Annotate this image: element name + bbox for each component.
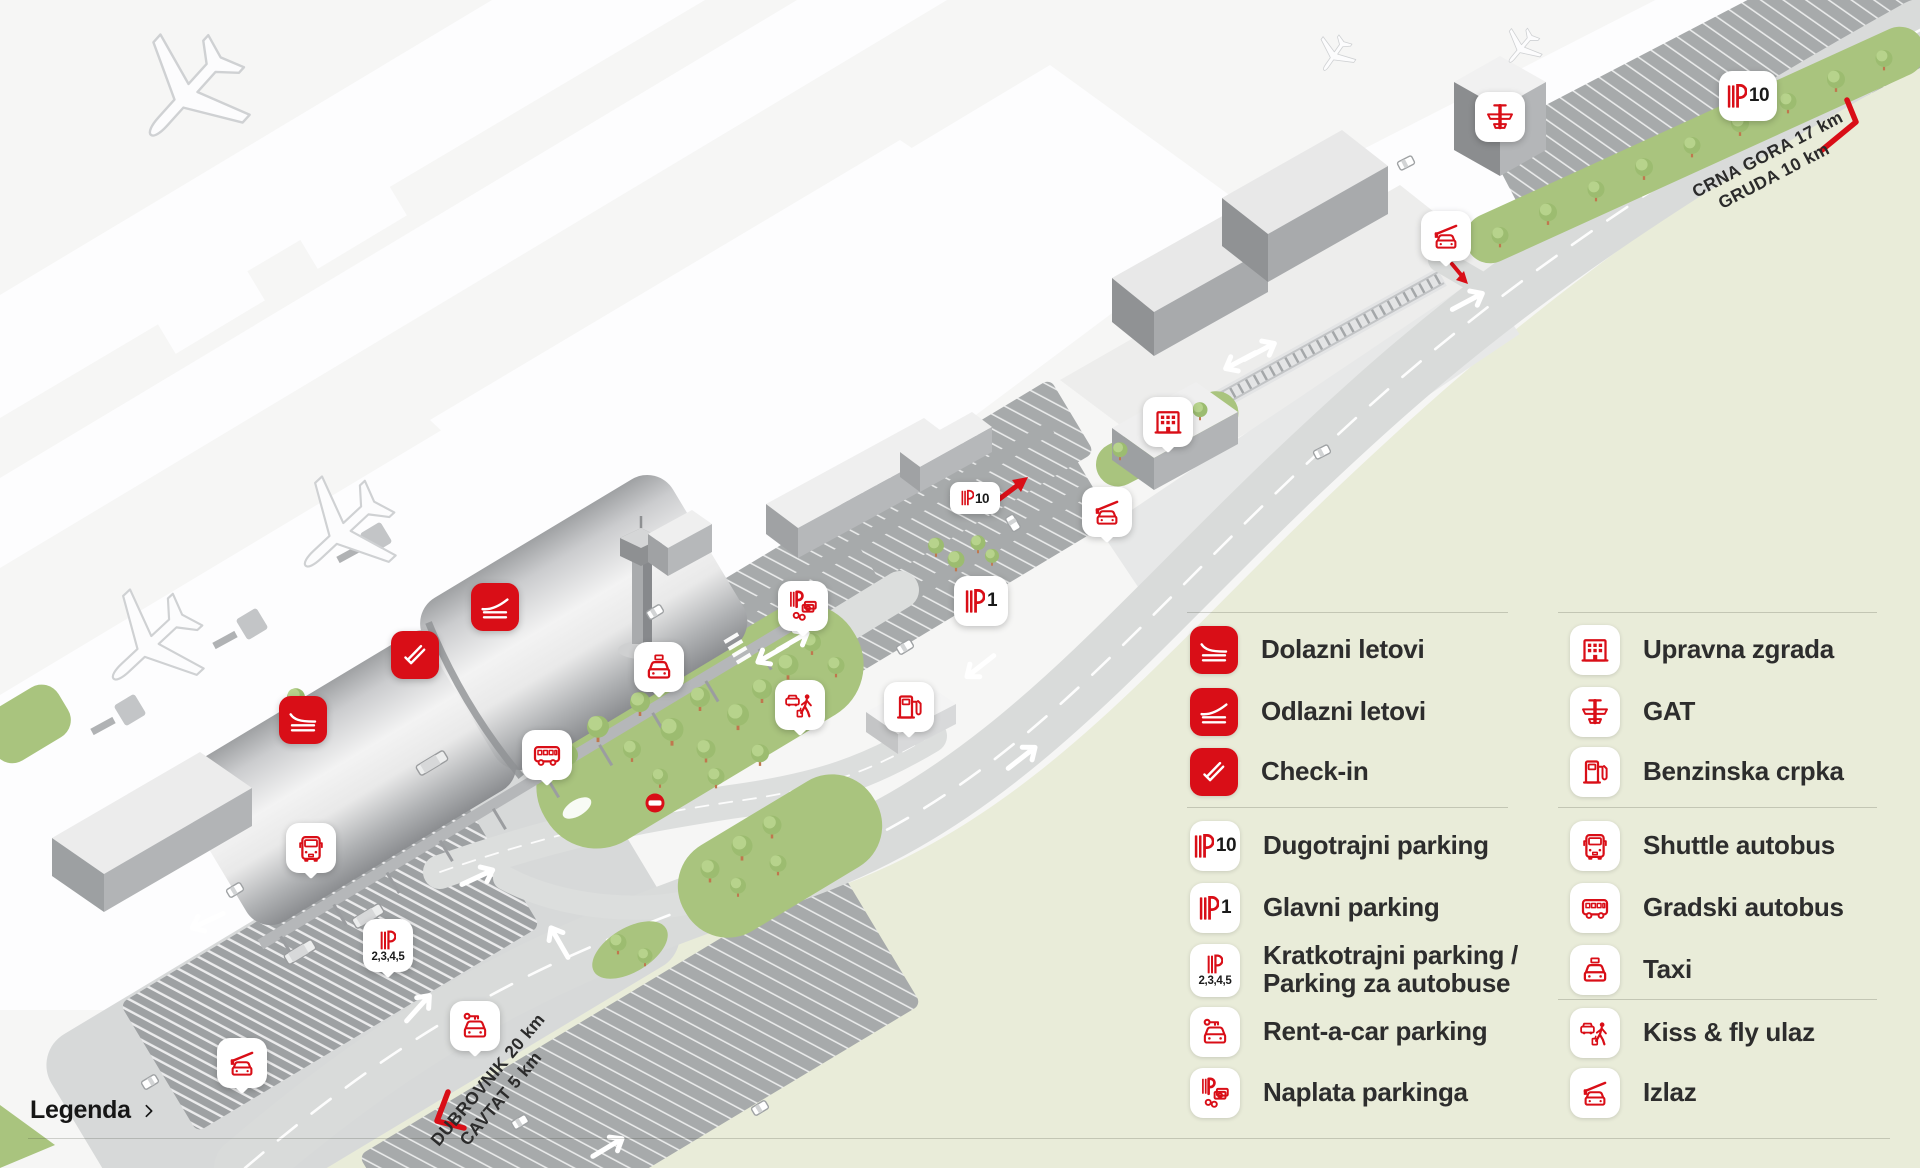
- shuttle-bus-icon: [286, 823, 336, 873]
- footer-divider: [28, 1138, 1890, 1139]
- legend-item-departures: Odlazni letovi: [1190, 687, 1426, 737]
- legend-item-short-term-parking: 2,3,4,5 Kratkotrajni parking /Parking za…: [1190, 940, 1518, 998]
- taxi-icon: [1570, 945, 1620, 995]
- chevron-right-icon: [141, 1100, 157, 1122]
- building-icon: [1570, 625, 1620, 675]
- legend-item-fuel-station: Benzinska crpka: [1570, 747, 1844, 797]
- divider: [1558, 807, 1877, 808]
- rent-a-car-icon: [1190, 1007, 1240, 1057]
- legend-label: GAT: [1643, 696, 1696, 727]
- legend-label: Dugotrajni parking: [1263, 830, 1489, 861]
- rent-a-car-icon: [450, 1001, 500, 1051]
- legend-label: Kratkotrajni parking /Parking za autobus…: [1263, 940, 1518, 998]
- fuel-icon: [1570, 747, 1620, 797]
- gat-plane-icon: [1570, 687, 1620, 737]
- legend-toggle-label: Legenda: [30, 1096, 131, 1124]
- legend-item-arrivals: Dolazni letovi: [1190, 625, 1425, 675]
- taxi-icon: [634, 642, 684, 692]
- gat-plane-icon: [1475, 92, 1525, 142]
- road-markings: [189, 286, 1486, 1163]
- parking-icon: 1: [1190, 883, 1240, 933]
- departure-icon: [471, 583, 519, 631]
- parking-icon: 10: [1190, 821, 1240, 871]
- departure-icon: [1190, 688, 1238, 736]
- legend-item-taxi: Taxi: [1570, 945, 1692, 995]
- legend-item-parking-pay: Naplata parkinga: [1190, 1068, 1468, 1118]
- no-entry-sign: [645, 793, 665, 813]
- parking-2345-badge: 2,3,4,5: [363, 919, 413, 972]
- divider: [1558, 999, 1877, 1000]
- kiss-fly-icon: [1570, 1008, 1620, 1058]
- exit-icon: [1082, 487, 1132, 537]
- exit-icon: [1421, 211, 1471, 261]
- legend-item-checkin: Check-in: [1190, 747, 1369, 797]
- fuel-icon: [884, 682, 934, 732]
- parking-pay-icon: [1190, 1068, 1240, 1118]
- red-arrows: [434, 97, 1859, 1131]
- legend-item-exit: Izlaz: [1570, 1068, 1697, 1118]
- parking-10-pointer: 10: [950, 482, 1000, 514]
- divider: [1187, 807, 1508, 808]
- arrival-icon: [279, 696, 327, 744]
- city-bus-icon: [522, 730, 572, 780]
- legend-label: Upravna zgrada: [1643, 634, 1834, 665]
- legend-label: Taxi: [1643, 954, 1692, 985]
- legend-item-admin-building: Upravna zgrada: [1570, 625, 1834, 675]
- legend-label: Naplata parkinga: [1263, 1077, 1468, 1108]
- legend-label: Check-in: [1261, 756, 1369, 787]
- exit-icon: [1570, 1068, 1620, 1118]
- legend-label: Izlaz: [1643, 1077, 1697, 1108]
- checkin-icon: [391, 631, 439, 679]
- legend-item-main-parking: 1 Glavni parking: [1190, 883, 1440, 933]
- arrival-icon: [1190, 626, 1238, 674]
- parking-1-badge: 1: [954, 576, 1008, 626]
- legend-label: Benzinska crpka: [1643, 756, 1844, 787]
- parking-10-badge: 10: [1719, 71, 1777, 121]
- land: [300, 50, 1920, 1168]
- buildings: [52, 56, 1546, 912]
- legend-item-rent-a-car: Rent-a-car parking: [1190, 1007, 1488, 1057]
- checkin-icon: [1190, 748, 1238, 796]
- legend-label: Rent-a-car parking: [1263, 1016, 1488, 1047]
- legend-label: Shuttle autobus: [1643, 830, 1835, 861]
- legend-label: Gradski autobus: [1643, 892, 1844, 923]
- legend-item-kiss-and-fly: Kiss & fly ulaz: [1570, 1008, 1815, 1058]
- legend-label: Glavni parking: [1263, 892, 1440, 923]
- shuttle-bus-icon: [1570, 821, 1620, 871]
- divider: [1558, 612, 1877, 613]
- legend-toggle-button[interactable]: Legenda: [30, 1096, 157, 1125]
- parking-icon: 2,3,4,5: [1190, 943, 1240, 997]
- building-icon: [1143, 397, 1193, 447]
- legend-item-city-bus: Gradski autobus: [1570, 883, 1844, 933]
- legend-label: Odlazni letovi: [1261, 696, 1426, 727]
- legend-item-long-term-parking: 10 Dugotrajni parking: [1190, 821, 1489, 871]
- city-bus-icon: [1570, 883, 1620, 933]
- kiss-fly-icon: [775, 680, 825, 730]
- divider: [1187, 612, 1508, 613]
- legend-item-gat: GAT: [1570, 687, 1695, 737]
- legend-label: Dolazni letovi: [1261, 634, 1425, 665]
- legend-item-shuttle-bus: Shuttle autobus: [1570, 821, 1835, 871]
- legend-label: Kiss & fly ulaz: [1643, 1017, 1815, 1048]
- exit-icon: [217, 1038, 267, 1088]
- parking-pay-icon: [778, 581, 828, 631]
